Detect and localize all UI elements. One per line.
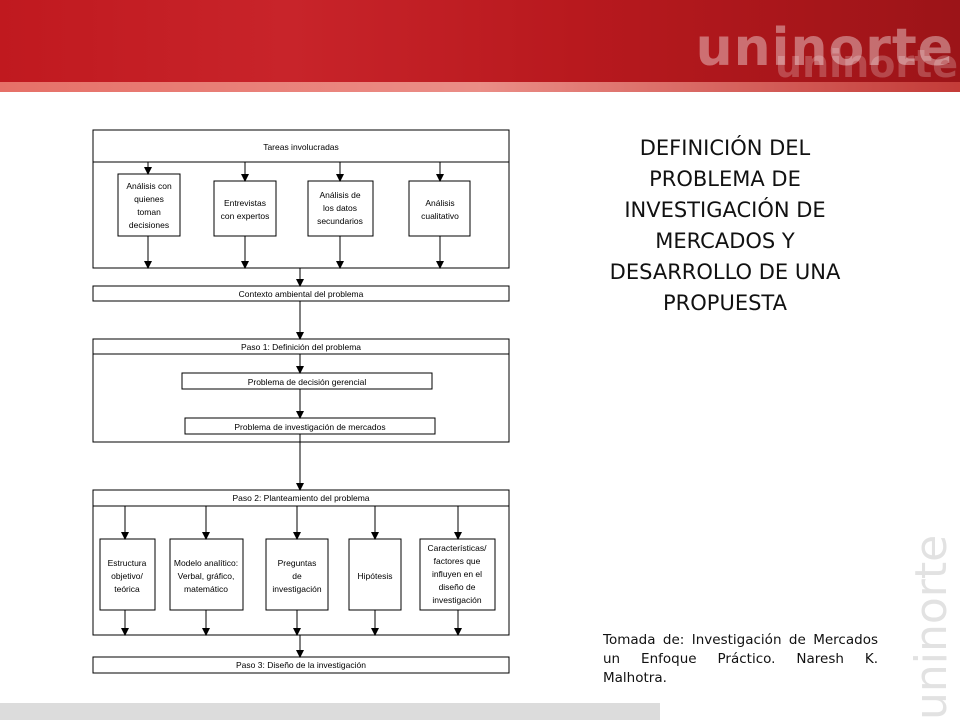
tarea-label: cualitativo (421, 211, 459, 221)
title-line: PROBLEMA DE (649, 167, 801, 191)
paso2-label: Verbal, gráfico, (178, 571, 235, 581)
contexto-label: Contexto ambiental del problema (239, 289, 364, 299)
paso1-header: Paso 1: Definición del problema (241, 342, 361, 352)
tarea-label: Análisis (425, 198, 454, 208)
tarea-label: Entrevistas (224, 198, 266, 208)
tarea-label: los datos (323, 203, 357, 213)
paso2-label: de (292, 571, 302, 581)
uninorte-logo: uninorte (695, 18, 954, 78)
footer-bar (0, 703, 660, 720)
paso2-label: teórica (114, 584, 140, 594)
title-line: MERCADOS Y (655, 229, 795, 253)
slide-title: DEFINICIÓN DEL PROBLEMA DE INVESTIGACIÓN… (580, 133, 870, 319)
title-line: INVESTIGACIÓN DE (624, 198, 826, 222)
header-banner (0, 0, 960, 92)
paso2-label: Características/ (427, 543, 487, 553)
tarea-label: con expertos (221, 211, 270, 221)
tarea-label: Análisis de (319, 190, 360, 200)
paso2-label: Modelo analítico: (174, 558, 238, 568)
paso2-label: influyen en el (432, 569, 482, 579)
paso2-label: Preguntas (278, 558, 317, 568)
paso2-label: investigación (272, 584, 321, 594)
investigacion-box (184, 417, 436, 435)
title-line: DEFINICIÓN DEL (639, 136, 811, 160)
tarea-label: secundarios (317, 216, 363, 226)
tarea-label: Análisis con (126, 181, 172, 191)
tarea-box (408, 180, 471, 237)
paso2-label: objetivo/ (111, 571, 143, 581)
tarea-box (213, 180, 277, 237)
decision-box (181, 372, 433, 390)
paso2-label: diseño de (439, 582, 476, 592)
uninorte-logo-shadow: uninorte (775, 42, 958, 86)
paso2-label: investigación (432, 595, 481, 605)
title-line: DESARROLLO DE UNA (609, 260, 841, 284)
paso3-label: Paso 3: Diseño de la investigación (236, 660, 366, 670)
paso2-label: factores que (434, 556, 481, 566)
title-line: PROPUESTA (663, 291, 787, 315)
paso2-label: Estructura (108, 558, 147, 568)
paso2-label: matemático (184, 584, 228, 594)
source-note: Tomada de: Investigación de Mercados un … (603, 632, 878, 686)
decision-label: Problema de decisión gerencial (248, 377, 367, 387)
tarea-label: quienes (134, 194, 164, 204)
tareas-section (92, 129, 510, 269)
paso2-label: Hipótesis (358, 571, 393, 581)
investigacion-label: Problema de investigación de mercados (234, 422, 385, 432)
tarea-label: toman (137, 207, 161, 217)
tarea-label: decisiones (129, 220, 169, 230)
header-strip (0, 82, 960, 92)
tareas-header: Tareas involucradas (263, 142, 339, 152)
paso2-header: Paso 2: Planteamiento del problema (232, 493, 369, 503)
